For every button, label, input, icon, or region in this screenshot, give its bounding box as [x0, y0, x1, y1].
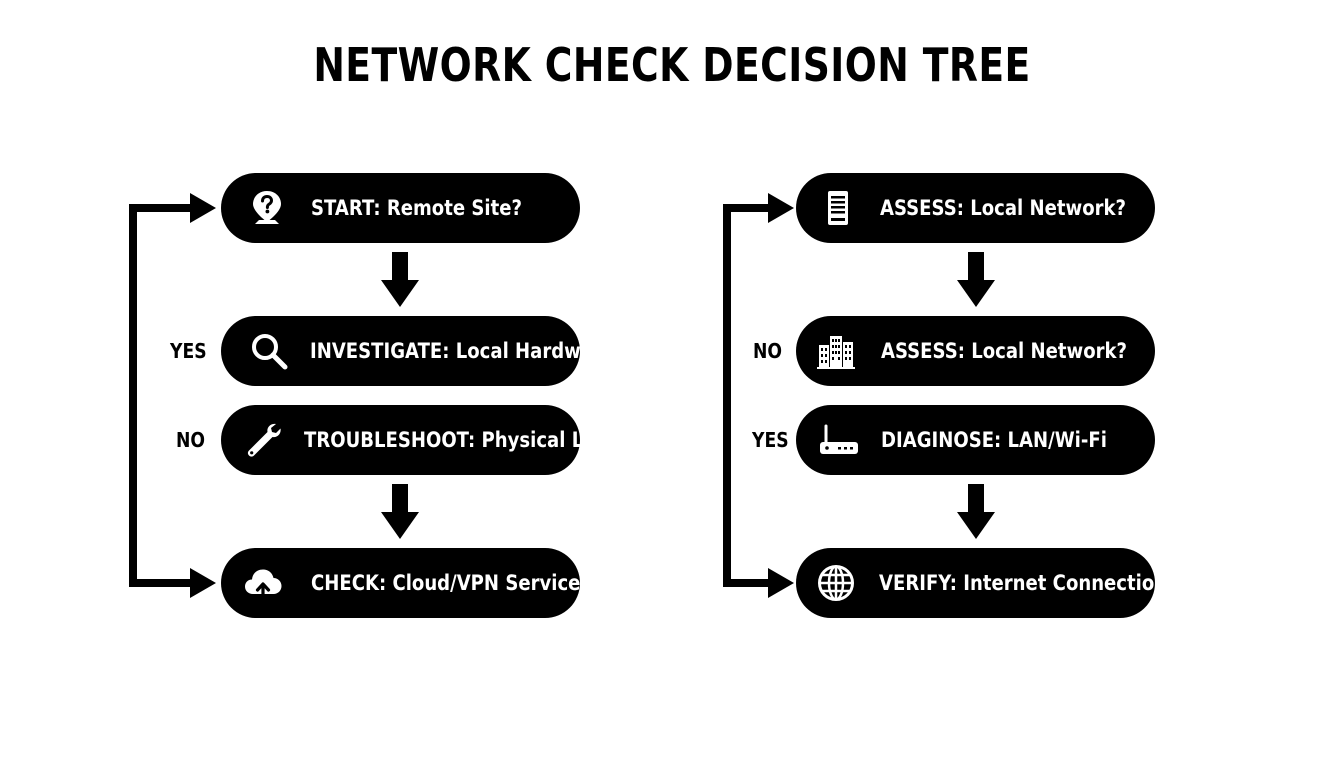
right-loop-connector: [723, 204, 770, 587]
node-label: TROUBLESHOOT: Physical Layer: [304, 428, 628, 452]
node-diaginose-lan-wifi[interactable]: DIAGINOSE: LAN/Wi-Fi: [796, 405, 1155, 475]
node-label: ASSESS: Local Network?: [881, 339, 1128, 363]
node-check-cloud-vpn-service[interactable]: CHECK: Cloud/VPN Service: [221, 548, 580, 618]
right-loop-arrowhead-bottom: [768, 568, 794, 598]
left-loop-connector: [129, 204, 192, 587]
node-start-remote-site[interactable]: START: Remote Site?: [221, 173, 580, 243]
branch-label-no: NO: [753, 339, 783, 363]
left-loop-arrowhead-top: [190, 193, 216, 223]
left-down-arrow-1-head: [381, 280, 419, 307]
node-investigate-local-hardware[interactable]: INVESTIGATE: Local Hardware?: [221, 316, 625, 386]
left-down-arrow-2-head: [381, 512, 419, 539]
branch-label-yes: YES: [170, 339, 207, 363]
router-icon: [818, 420, 858, 460]
node-label: VERIFY: Internet Connection: [879, 571, 1168, 595]
left-down-arrow-1-shaft: [392, 252, 408, 282]
node-verify-internet-connection[interactable]: VERIFY: Internet Connection: [796, 548, 1167, 618]
left-down-arrow-2-shaft: [392, 484, 408, 514]
wrench-icon: [243, 420, 283, 460]
right-down-arrow-2-shaft: [968, 484, 984, 514]
right-down-arrow-2-head: [957, 512, 995, 539]
node-label: DIAGINOSE: LAN/Wi-Fi: [881, 428, 1107, 452]
node-assess-local-network-1[interactable]: ASSESS: Local Network?: [796, 173, 1155, 243]
node-label: START: Remote Site?: [311, 196, 522, 220]
node-assess-local-network-2[interactable]: ASSESS: Local Network?: [796, 316, 1155, 386]
right-down-arrow-1-head: [957, 280, 995, 307]
branch-label-yes: YES: [752, 428, 789, 452]
globe-icon: [816, 563, 856, 603]
node-troubleshoot-physical-layer[interactable]: TROUBLESHOOT: Physical Layer: [221, 405, 628, 475]
magnifier-icon: [249, 331, 289, 371]
server-icon: [818, 188, 858, 228]
node-label: INVESTIGATE: Local Hardware?: [310, 339, 625, 363]
map-pin-question-icon: [247, 188, 287, 228]
left-loop-arrowhead-bottom: [190, 568, 216, 598]
right-loop-arrowhead-top: [768, 193, 794, 223]
page-title: NETWORK CHECK DECISION TREE: [313, 38, 1031, 92]
branch-label-no: NO: [176, 428, 206, 452]
right-down-arrow-1-shaft: [968, 252, 984, 282]
cloud-upload-icon: [243, 563, 283, 603]
node-label: CHECK: Cloud/VPN Service: [311, 571, 581, 595]
node-label: ASSESS: Local Network?: [880, 196, 1127, 220]
buildings-icon: [816, 331, 856, 371]
